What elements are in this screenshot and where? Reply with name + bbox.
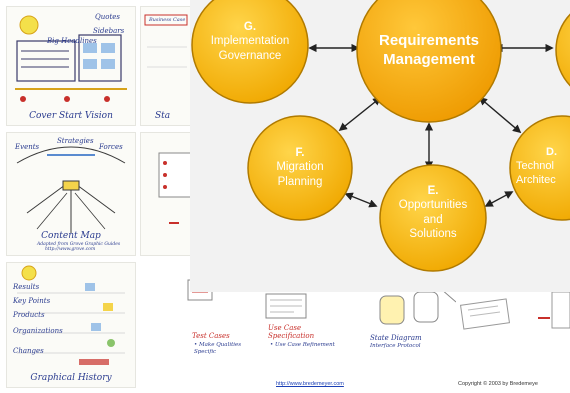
node-center-name: Requirements Management [378, 32, 480, 68]
state-diagram-sub: Interface Protocol [370, 343, 421, 349]
node-e-name: Opportunities and Solutions [398, 199, 468, 241]
node-f-label: F. Migration Planning [250, 146, 350, 189]
quotes-note: Quotes [95, 13, 121, 21]
strategies-note: Strategies [57, 137, 94, 145]
cover-sketch-drawing [15, 15, 127, 102]
content-map-credit: Adapted from Grove Graphic Guides [37, 242, 121, 247]
business-scenario-drawing [144, 14, 188, 68]
start-partial-caption: Sta [155, 111, 171, 121]
copyright-text: Copyright © 2003 by Bredemeye [458, 381, 538, 387]
content-map-caption: Content Map [41, 231, 101, 241]
node-g-letter: G. [243, 21, 257, 33]
right-edge-drawing [459, 291, 570, 330]
middle-list-drawing [158, 152, 191, 224]
node-f-name: Migration Planning [276, 161, 324, 188]
node-d-letter: D. [546, 146, 557, 158]
node-g-circle [191, 0, 309, 104]
sidebars-note: Sidebars [93, 27, 125, 35]
bredemeyer-url-link[interactable]: http://www.bredemeyer.com [276, 381, 344, 387]
diagram-canvas [191, 0, 570, 272]
node-e-label: E. Opportunities and Solutions [380, 184, 486, 242]
business-case-note: Business Case [149, 17, 186, 23]
node-center-circle [356, 0, 502, 123]
use-case-title: Use Case Specification [268, 324, 315, 340]
forces-note: Forces [99, 143, 123, 151]
node-e-letter: E. [427, 185, 439, 197]
node-d-name: Technol Architec [516, 159, 556, 186]
graphical-history-sketch: Results Key Points Products Organization… [6, 262, 136, 388]
graphical-history-caption: Graphical History [30, 373, 112, 383]
node-f-circle [247, 115, 353, 221]
arrow-f-e [344, 192, 378, 208]
business-scenario-sketch: Business Case Sta [140, 6, 191, 126]
node-d-circle [509, 115, 570, 221]
node-e-circle [379, 164, 487, 272]
node-right-circle [555, 13, 570, 87]
use-case-sub: • Use Case Refinement [270, 342, 335, 348]
arrow-center-d [478, 96, 522, 134]
results-note: Results [13, 283, 40, 291]
big-headlines-note: Big Headlines [47, 37, 97, 45]
middle-list-sketch [140, 132, 191, 256]
test-cases-title: Test Cases [192, 332, 230, 340]
node-g-name: Implementation Governance [210, 35, 290, 62]
organizations-note: Organizations [13, 327, 63, 335]
use-case-drawing [265, 293, 307, 319]
togaf-adm-diagram: G. Implementation Governance Requirement… [190, 0, 570, 292]
arrow-center-f [338, 96, 382, 132]
node-d-label: D. Technol Architec [516, 146, 570, 187]
test-cases-sub: • Make Qualities Specific [194, 342, 242, 355]
content-map-credit-url: http://www.grove.com [45, 247, 96, 252]
node-center-label: Requirements Management [360, 32, 498, 70]
changes-note: Changes [13, 347, 44, 355]
content-map-sketch: Events Strategies Forces Content Map Ada… [6, 132, 136, 256]
node-g-label: G. Implementation Governance [196, 20, 304, 63]
content-map-drawing [16, 146, 126, 233]
cover-start-vision-sketch: Quotes Big Headlines Sidebars Cover Star… [6, 6, 136, 126]
graphical-history-drawing [17, 265, 125, 365]
key-points-note: Key Points [13, 297, 51, 305]
arrow-e-d [484, 191, 514, 207]
cover-start-vision-caption: Cover Start Vision [29, 111, 113, 121]
products-note: Products [13, 311, 45, 319]
state-diagram-title: State Diagram [370, 334, 422, 342]
events-note: Events [15, 143, 40, 151]
node-f-letter: F. [295, 147, 305, 159]
